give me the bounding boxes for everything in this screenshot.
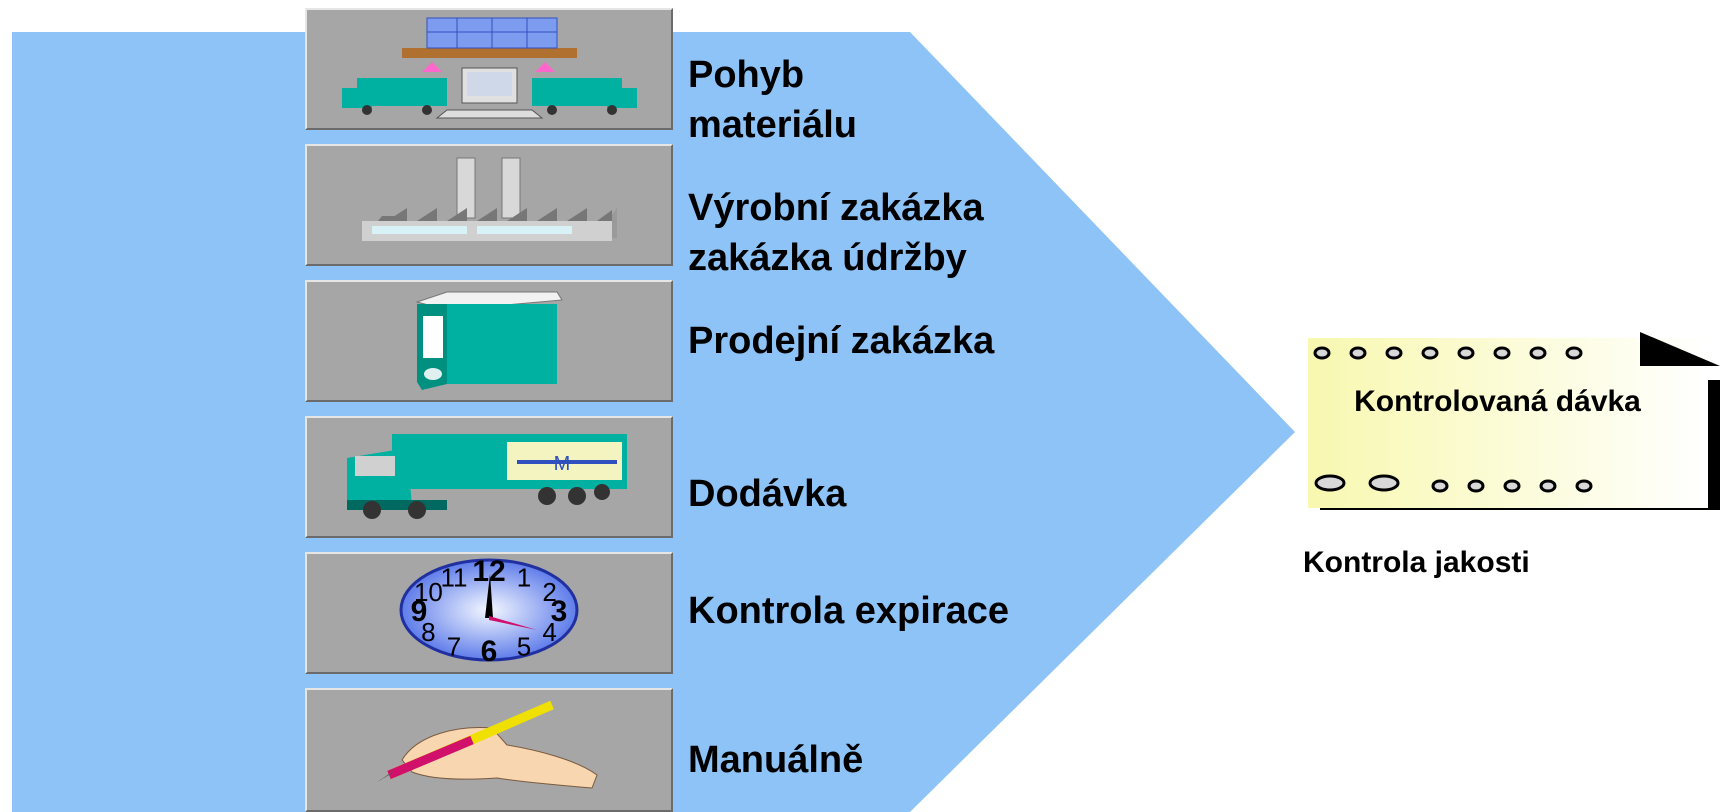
clock-number: 9 [411,595,428,628]
tile-factory [305,144,673,266]
label-expiry-check: Kontrola expirace [688,590,1009,632]
truck-icon: M [347,434,627,519]
clock-number: 4 [542,617,556,647]
tile-sales-order [305,280,673,402]
binder-icon [415,291,563,390]
clock-number: 2 [542,577,556,607]
result-card-label: Kontrolovaná dávka [1354,385,1641,418]
hand-pencil-icon [377,700,598,789]
clock-number: 11 [441,562,468,592]
tile-manual [305,688,673,812]
clock-number: 1 [517,562,531,592]
clock-number: 7 [447,632,461,662]
clock-number: 5 [517,632,531,662]
punched-paper-icon [1308,332,1720,510]
tile-material-movement [305,8,673,130]
clock-number: 8 [421,617,435,647]
clock-number: 3 [551,595,568,628]
clock-number: 12 [472,555,505,588]
clock-number: 10 [414,577,443,607]
forklift-trucks-icon [342,17,637,119]
factory-icon [362,157,617,241]
label-sales-order: Prodejní zakázka [688,320,995,362]
quality-control-caption: Kontrola jakosti [1303,546,1530,579]
tile-delivery: M [305,416,673,538]
label-manual: Manuálně [688,739,864,781]
clock-number: 6 [481,635,498,668]
label-delivery: Dodávka [688,473,847,515]
